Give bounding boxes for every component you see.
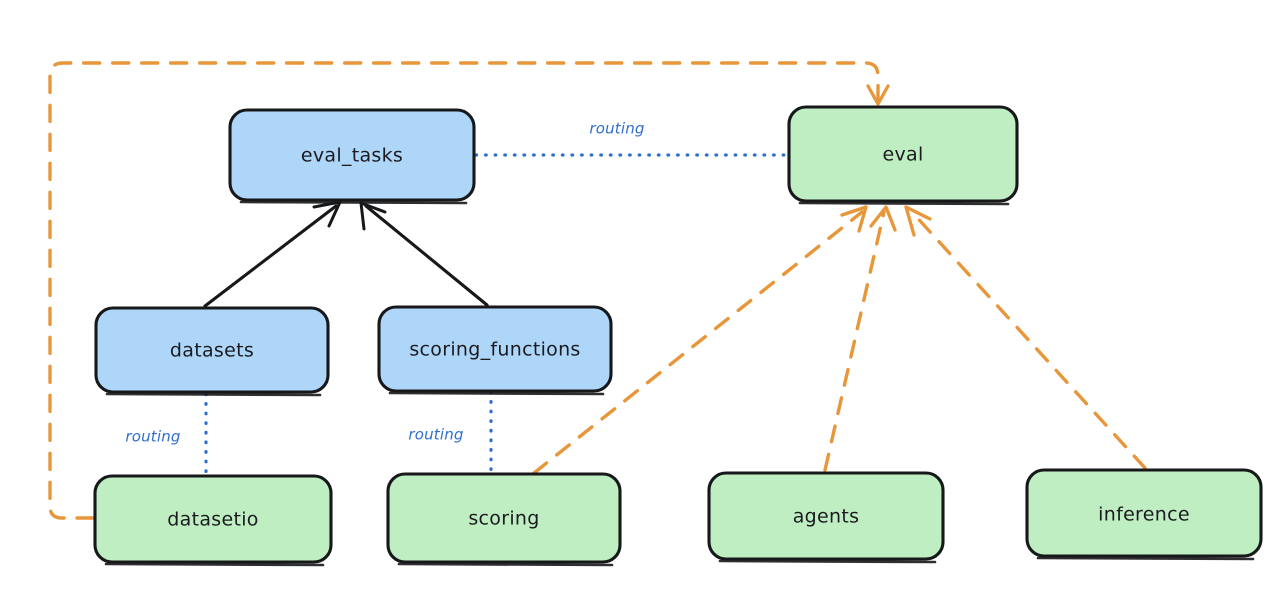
node-datasetio-shape[interactable] [93,474,333,564]
node-scoring-functions-label: scoring_functions [409,339,580,361]
edge-inference-eval[interactable] [904,205,1147,470]
node-datasetio-label: datasetio [167,509,258,531]
composition-edges [203,200,489,308]
node-scoring-functions[interactable]: scoring_functions [377,305,613,396]
edge-agents-eval[interactable] [823,205,897,472]
node-agents-shape[interactable] [707,471,945,561]
nodes: eval_tasks eval datasets scoring_functio… [93,105,1263,567]
node-datasets[interactable]: datasets [94,306,330,397]
edge-datasets-eval-tasks[interactable] [203,200,342,308]
edge-datasets-datasetio[interactable]: routing [125,392,208,478]
node-eval-label: eval [882,144,923,166]
node-scoring-label: scoring [468,508,539,530]
node-eval-tasks-label: eval_tasks [301,145,403,167]
edge-label-routing-eval-tasks: routing [589,120,644,138]
node-datasetio[interactable]: datasetio [93,474,333,567]
node-scoring[interactable]: scoring [386,472,622,567]
edge-scoring-functions-eval-tasks[interactable] [359,201,489,307]
node-eval-tasks-shape[interactable] [228,108,476,202]
dependency-edges [48,61,1147,520]
node-eval-tasks[interactable]: eval_tasks [228,108,476,205]
edge-datasetio-eval[interactable] [48,61,890,520]
edge-eval-tasks-eval[interactable]: routing [474,120,789,157]
routing-edges: routing routing routing [125,120,789,478]
node-datasets-label: datasets [170,340,254,362]
edge-scoring-functions-scoring[interactable]: routing [408,390,493,476]
node-inference-shape[interactable] [1025,468,1263,558]
node-scoring-shape[interactable] [386,472,622,564]
edge-label-routing-datasets: routing [125,428,180,446]
node-scoring-functions-shape[interactable] [377,305,613,393]
node-eval-shape[interactable] [787,105,1019,203]
edge-label-routing-scoring-functions: routing [408,426,463,444]
node-agents[interactable]: agents [707,471,945,564]
node-eval[interactable]: eval [787,105,1019,206]
node-inference-label: inference [1098,504,1190,526]
edge-scoring-eval[interactable] [532,205,868,475]
node-datasets-shape[interactable] [94,306,330,394]
node-agents-label: agents [793,506,860,528]
node-inference[interactable]: inference [1025,468,1263,561]
